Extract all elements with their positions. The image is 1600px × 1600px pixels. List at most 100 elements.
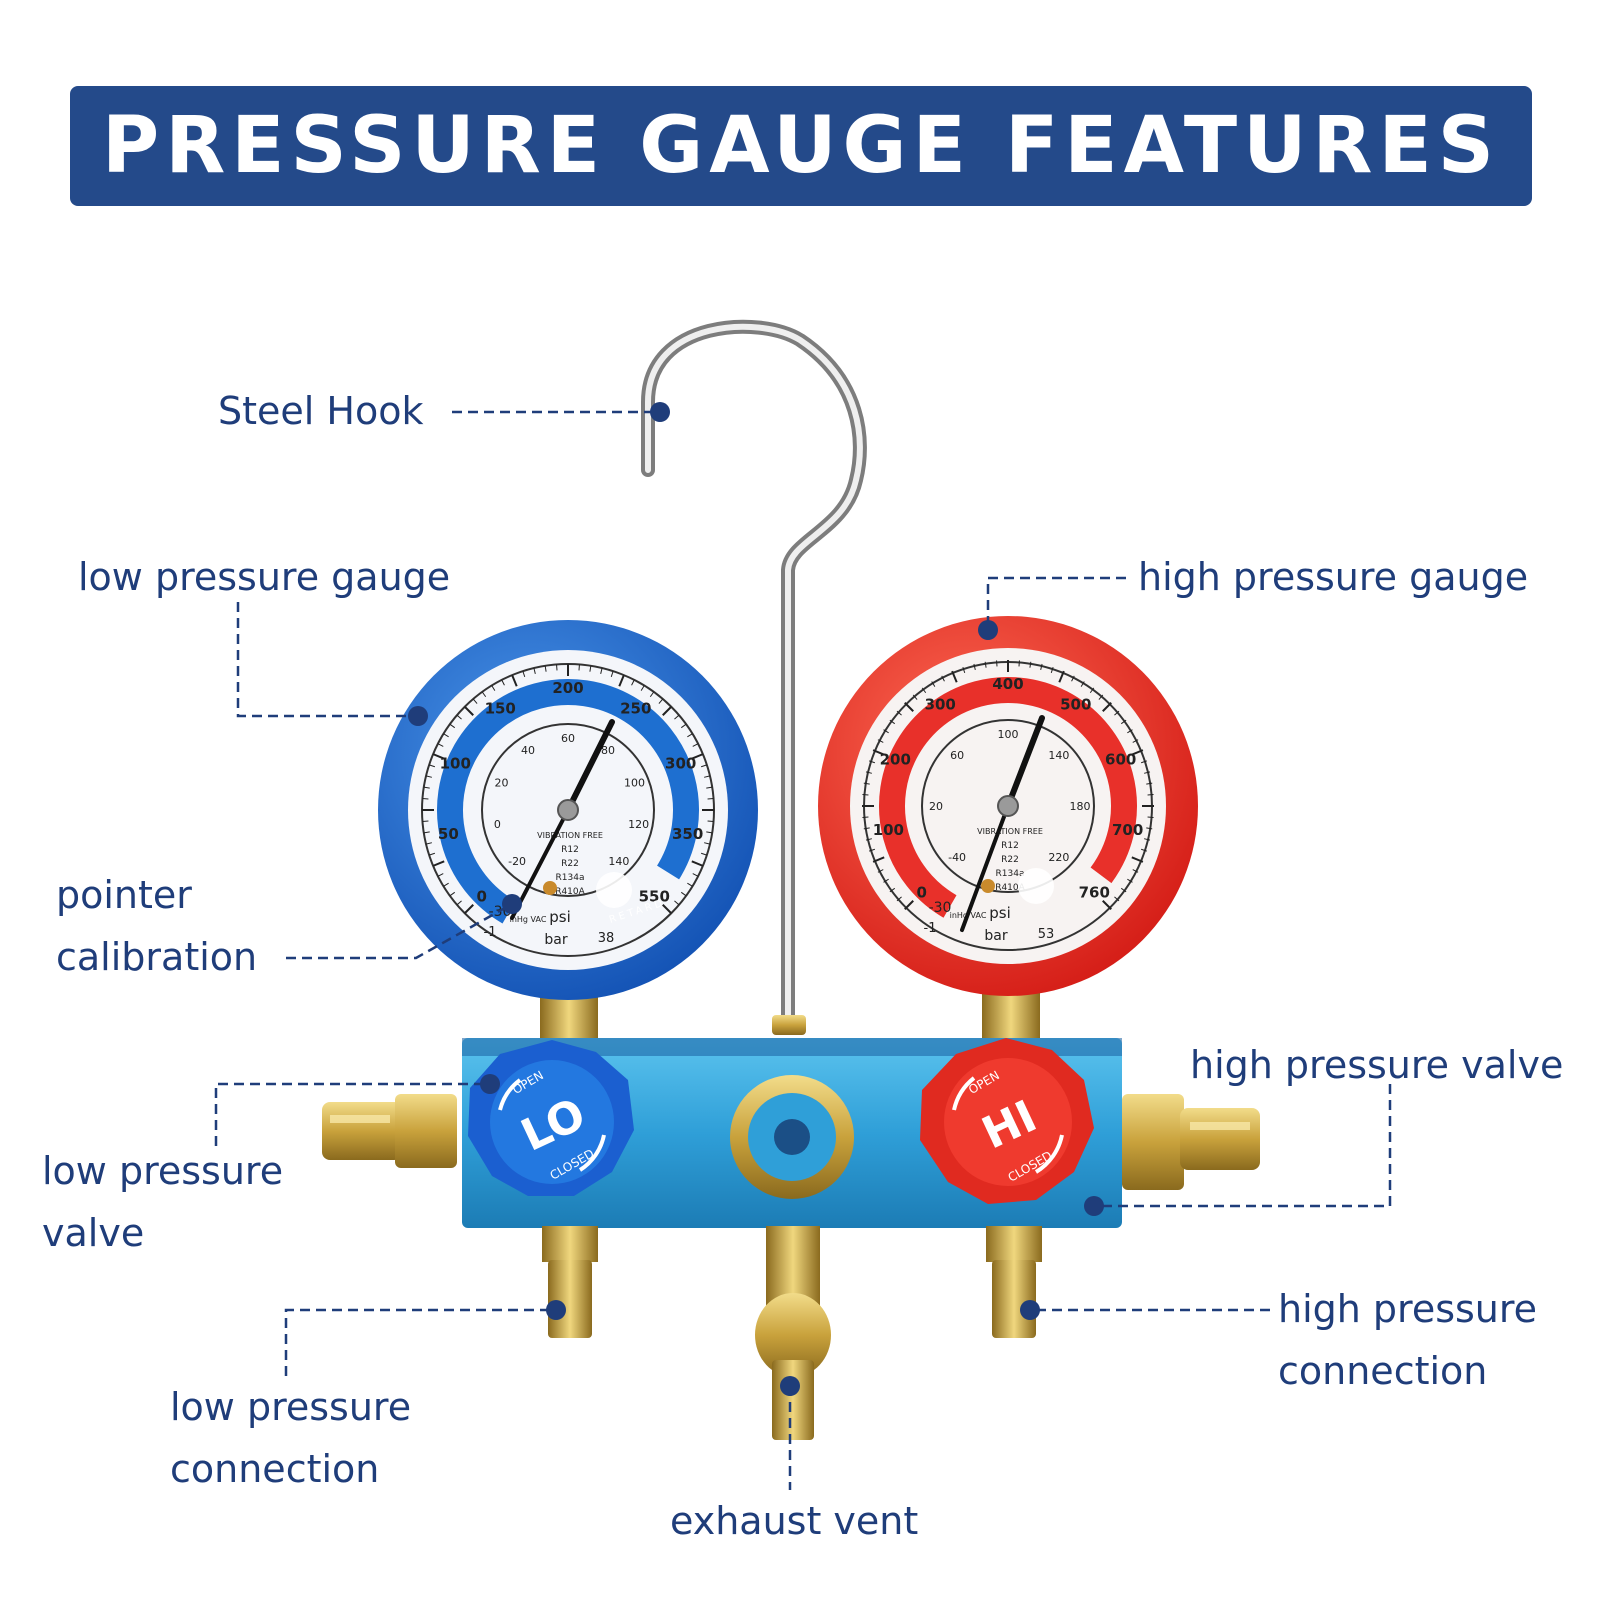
high-outer-scale-label: 500: [1060, 696, 1091, 714]
low-refrigerant-label: R12: [561, 845, 579, 855]
leader-dots: [408, 402, 1104, 1396]
low-refrigerant-label: VIBRATION FREE: [537, 831, 603, 840]
high-dial-tick: [1127, 878, 1133, 883]
high-dial-tick: [1131, 856, 1144, 863]
low-dial-tick: [658, 698, 664, 704]
high-inner-scale-label: 180: [1070, 800, 1091, 813]
callout-low-conn-line2: connection: [170, 1447, 380, 1491]
high-dial-tick: [1120, 719, 1127, 725]
high-dial-tick: [1131, 749, 1144, 756]
high-bar-max: 53: [1038, 927, 1055, 942]
low-dial-tick: [533, 667, 536, 674]
low-dial-tick: [680, 723, 687, 729]
low-outer-scale-label: 100: [440, 754, 471, 772]
high-dial-tick: [984, 661, 987, 668]
low-dial-tick: [449, 723, 456, 729]
low-outer-scale-label: 250: [620, 700, 651, 718]
low-dial-tick: [706, 831, 713, 834]
high-dial-tick: [863, 782, 870, 785]
high-outer-scale-label: 600: [1105, 750, 1136, 768]
low-dial-tick: [687, 733, 693, 738]
high-dial-tick: [896, 710, 902, 716]
high-dial-tick: [1144, 771, 1151, 774]
low-outer-scale-label: 200: [552, 679, 583, 697]
low-dial-tick: [432, 860, 445, 867]
high-dial-tick: [1058, 670, 1065, 683]
low-dial-tick: [423, 831, 430, 834]
title-banner: PRESSURE GAUGE FEATURES: [70, 86, 1532, 206]
leader-low-gauge: [236, 602, 418, 718]
low-dial-tick: [700, 852, 708, 856]
low-unit-psi: psi: [549, 908, 571, 926]
high-inner-scale-label: 60: [950, 749, 964, 762]
low-dial-tick: [674, 900, 680, 906]
high-outer-scale-label: 200: [880, 750, 911, 768]
high-dial-tick: [877, 739, 884, 743]
high-outer-scale-label: 700: [1112, 821, 1143, 839]
low-dial-tick: [456, 900, 462, 906]
high-dial-tick: [889, 719, 896, 725]
low-dial-tick: [443, 882, 449, 887]
low-inner-scale-label: 40: [521, 744, 535, 757]
low-outer-scale-label: 350: [672, 825, 703, 843]
high-connection-fitting: [986, 1226, 1042, 1338]
low-dial-tick: [425, 842, 432, 845]
high-inner-scale-label: 140: [1048, 749, 1069, 762]
low-dial-tick: [589, 665, 592, 672]
low-inner-scale-label: 100: [624, 776, 645, 789]
high-inner-scale-label: -40: [948, 851, 966, 864]
high-dial-tick: [1071, 675, 1075, 682]
high-refrigerant-label: VIBRATION FREE: [977, 827, 1043, 836]
high-dial-tick: [865, 838, 872, 841]
low-inner-scale-label: 140: [608, 855, 629, 868]
callout-high-conn-line2: connection: [1278, 1349, 1488, 1393]
high-pressure-gauge: 0100200300400500600700760-40206010014018…: [818, 616, 1198, 996]
low-dial-tick: [501, 679, 505, 686]
low-dial-tick: [491, 685, 496, 691]
low-connection-fitting: [542, 1226, 598, 1338]
low-dial-tick: [674, 714, 680, 720]
callout-pointer-line2: calibration: [56, 935, 258, 979]
low-dial-tick: [706, 786, 713, 789]
high-dial-tick: [872, 856, 885, 863]
low-inner-scale-label: -20: [508, 855, 526, 868]
low-unit-bar: bar: [544, 932, 567, 948]
low-dial-tick: [680, 891, 687, 897]
exhaust-fitting: [755, 1226, 831, 1440]
high-refrigerant-label: R410A: [995, 883, 1025, 893]
low-outer-scale-label: 50: [438, 825, 459, 843]
high-dial-tick: [1114, 896, 1120, 902]
page-title: PRESSURE GAUGE FEATURES: [102, 101, 1500, 191]
low-dial-tick: [464, 904, 474, 914]
callout-low-valve-line2: valve: [42, 1211, 145, 1255]
high-refrigerant-label: R12: [1001, 841, 1019, 851]
low-side-coupler: [322, 1094, 457, 1168]
high-dial-tick: [973, 663, 976, 670]
high-dial-tick: [863, 827, 870, 830]
callout-high-pressure-valve: high pressure valve: [1190, 1043, 1564, 1087]
leader-high-valve: [1094, 1084, 1392, 1208]
low-inner-scale-label: 80: [601, 744, 615, 757]
low-dial-tick: [700, 764, 708, 768]
low-dial-tick: [662, 706, 672, 716]
high-unit-bar: bar: [984, 928, 1007, 944]
low-dial-tick: [472, 698, 478, 704]
low-inner-scale-label: 20: [494, 776, 508, 789]
high-dial-tick: [1140, 848, 1148, 852]
high-pressure-valve-knob[interactable]: HI OPEN CLOSED: [920, 1038, 1094, 1204]
low-dial-tick: [691, 860, 704, 867]
high-vac-label: -30: [929, 900, 952, 916]
callout-low-pressure-gauge: low pressure gauge: [78, 555, 451, 599]
high-dial-tick: [904, 702, 914, 712]
low-dial-tick: [662, 904, 672, 914]
high-unit-psi: psi: [989, 904, 1011, 922]
high-inner-scale-label: 220: [1048, 851, 1069, 864]
high-dial-tick: [1146, 827, 1153, 830]
high-dial-tick: [1132, 739, 1139, 743]
callout-low-conn-line1: low pressure: [170, 1385, 412, 1429]
high-outer-scale-label: 760: [1079, 883, 1110, 901]
high-dial-tick: [1140, 760, 1148, 764]
low-pressure-valve-knob[interactable]: LO OPEN CLOSED: [468, 1040, 634, 1196]
steel-hook: [641, 319, 867, 1035]
